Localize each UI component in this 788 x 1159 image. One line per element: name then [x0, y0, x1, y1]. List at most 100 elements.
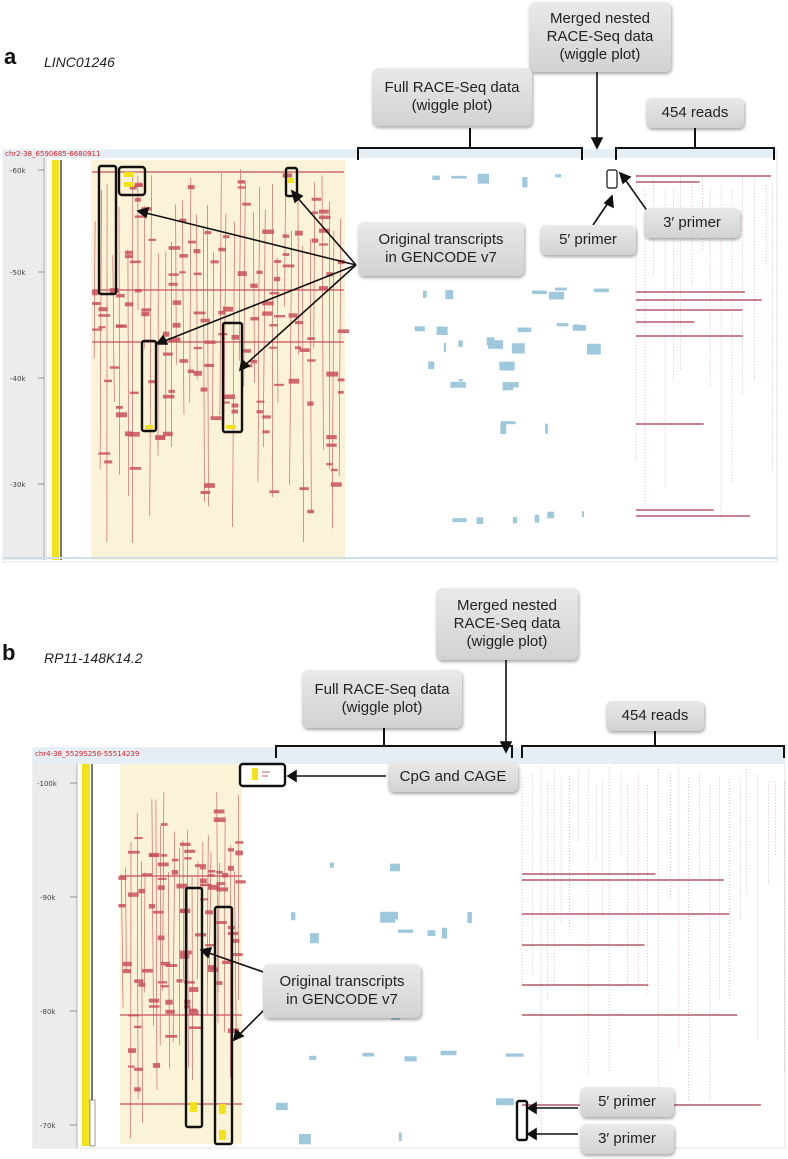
transcript-line: [172, 831, 176, 1043]
panel-b-cpg-cage-callout: CpG and CAGE: [388, 762, 518, 792]
exon-block: [148, 380, 158, 384]
exon-block: [256, 410, 263, 414]
wiggle-bar: [555, 174, 562, 178]
wiggle-bar: [496, 1098, 514, 1106]
exon-block: [200, 318, 210, 323]
exon-block: [274, 276, 281, 282]
panel-b-original-transcripts-callout: Original transcripts in GENCODE v7: [263, 964, 421, 1018]
exon-block: [200, 387, 208, 392]
exon-block: [148, 852, 160, 857]
exon-block: [109, 288, 119, 291]
wiggle-bar: [587, 343, 601, 355]
wiggle-bar: [390, 911, 399, 920]
transcript-line: [186, 829, 189, 1068]
exon-block: [157, 885, 165, 890]
exon-block: [193, 249, 201, 254]
exon-block: [330, 482, 342, 487]
wiggle-bar: [517, 327, 532, 333]
exon-block: [218, 310, 226, 315]
exon-block: [155, 436, 166, 441]
wiggle-bar: [427, 930, 436, 936]
transcript-line: [159, 825, 161, 1046]
transcript-line: [207, 204, 209, 507]
transcript-line: [321, 175, 324, 450]
exon-block: [152, 910, 164, 914]
panel-a-tick-50k: -50k: [10, 269, 26, 277]
exon-block: [274, 383, 284, 386]
exon-block: [127, 1065, 135, 1068]
panel-a-yellow-marks: [124, 172, 294, 429]
exon-block: [337, 378, 345, 382]
panel-b-yellow-marks: [190, 768, 258, 1140]
wiggle-bar: [500, 423, 507, 435]
wiggle-bar: [397, 929, 413, 933]
wiggle-bar: [581, 511, 585, 518]
panel-a-letter: a: [4, 44, 17, 69]
exon-block: [222, 235, 230, 239]
exon-block: [92, 290, 99, 296]
exon-block: [326, 443, 337, 447]
panel-a-tick-60k: -60k: [10, 167, 26, 175]
wiggle-bar: [414, 326, 425, 332]
exon-block: [222, 306, 233, 312]
exon-block: [127, 892, 139, 897]
exon-block: [148, 903, 156, 909]
exon-block: [231, 334, 240, 340]
exon-block: [179, 954, 190, 959]
transcript-line: [151, 799, 154, 1026]
exon-block: [250, 283, 258, 288]
panel-a-highlight-boxes: [97, 164, 299, 434]
panel-b-coordinates: chr4-38_55295256-55514239: [35, 750, 140, 758]
exon-block: [134, 184, 143, 188]
wiggle-bar: [556, 323, 569, 327]
transcript-line: [175, 204, 177, 365]
exon-block: [199, 883, 212, 887]
exon-block: [118, 903, 126, 908]
panel-a-454-reads: [635, 172, 773, 521]
exon-block: [152, 1063, 161, 1068]
exon-block: [134, 1025, 142, 1029]
exon-block: [129, 260, 141, 264]
exon-block: [165, 964, 178, 968]
panel-b-tick-80k: -80k: [40, 1008, 56, 1016]
exon-block: [160, 854, 168, 857]
wiggle-bar: [503, 382, 514, 391]
panel-b-merged-callout: Merged nested RACE-Seq data (wiggle plot…: [436, 588, 578, 660]
exon-block: [187, 369, 195, 374]
exon-block: [307, 509, 314, 514]
exon-block: [235, 850, 243, 856]
exon-block: [129, 185, 137, 190]
panel-b-tick-70k: -70k: [40, 1122, 56, 1130]
panel-a-full-race-callout: Full RACE-Seq data (wiggle plot): [372, 68, 532, 126]
panel-a-454-reads-callout: 454 reads: [646, 98, 744, 128]
panel-b-letter: b: [2, 640, 16, 665]
exon-block: [138, 888, 145, 894]
exon-block: [129, 466, 142, 470]
wiggle-bar: [398, 1132, 402, 1142]
transcript-line: [257, 186, 260, 482]
exon-block: [165, 999, 173, 1005]
exon-block: [222, 872, 229, 878]
exon-block: [213, 809, 225, 814]
exon-block: [118, 875, 127, 880]
exon-block: [162, 394, 175, 399]
exon-block: [171, 858, 179, 862]
exon-block: [256, 270, 263, 274]
exon-block: [204, 483, 215, 488]
exon-block: [142, 873, 153, 877]
transcript-line: [276, 257, 279, 403]
exon-block: [127, 850, 140, 854]
exon-block: [160, 961, 171, 966]
exon-block: [227, 865, 234, 871]
exon-block: [269, 324, 278, 327]
exon-block: [307, 359, 316, 362]
exon-block: [148, 1005, 160, 1008]
wiggle-bar: [534, 514, 540, 523]
transcript-line: [196, 214, 198, 380]
panel-b-full-race-callout: Full RACE-Seq data (wiggle plot): [302, 670, 462, 728]
panel-b-browser: [32, 747, 786, 1149]
wiggle-bar: [445, 289, 454, 300]
wiggle-bar: [443, 343, 446, 353]
exon-block: [262, 301, 274, 306]
exon-block: [134, 837, 143, 840]
